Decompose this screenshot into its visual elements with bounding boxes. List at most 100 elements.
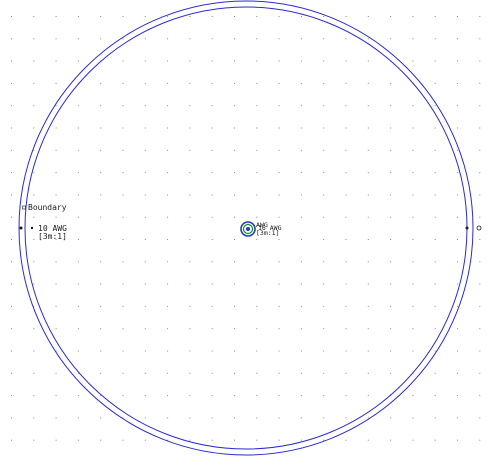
grid-dot xyxy=(412,194,414,196)
grid-dot xyxy=(189,194,191,196)
grid-dot xyxy=(77,16,79,17)
grid-dot xyxy=(390,239,392,240)
grid-dot xyxy=(33,283,35,285)
grid-dot xyxy=(33,350,35,352)
grid-dot xyxy=(122,350,124,352)
grid-dot xyxy=(323,305,325,307)
grid-dot xyxy=(33,239,35,240)
grid-dot xyxy=(367,194,369,196)
grid-dot xyxy=(367,439,369,441)
grid-dot xyxy=(300,172,302,174)
grid-dot xyxy=(33,172,35,174)
grid-dot xyxy=(479,305,481,307)
grid-dot xyxy=(390,261,392,263)
grid-dot xyxy=(457,261,458,263)
grid-dot xyxy=(256,194,258,196)
grid-dot xyxy=(211,395,213,397)
grid-dot xyxy=(434,172,436,174)
grid-dot xyxy=(256,149,258,151)
grid-dot xyxy=(77,417,79,419)
grid-dot xyxy=(55,16,57,17)
grid-dot xyxy=(479,261,481,263)
boundary-outer-circle[interactable] xyxy=(18,0,474,456)
grid-dot xyxy=(234,38,235,40)
grid-dot xyxy=(345,372,347,374)
grid-dot xyxy=(412,105,414,107)
boundary-left-inner-node[interactable] xyxy=(30,226,34,230)
grid-dot xyxy=(278,149,280,151)
grid-dot xyxy=(33,127,35,129)
grid-dot xyxy=(189,82,191,84)
grid-dot xyxy=(278,328,280,330)
grid-dot xyxy=(234,305,235,307)
grid-dot xyxy=(457,350,458,352)
grid-dot xyxy=(367,395,369,397)
grid-dot xyxy=(55,105,57,107)
grid-dots xyxy=(11,16,481,441)
grid-dot xyxy=(167,372,169,374)
grid-dot xyxy=(367,82,369,84)
boundary-right-open-node[interactable] xyxy=(476,225,482,231)
grid-dot xyxy=(323,261,325,263)
grid-dot xyxy=(33,60,35,62)
grid-dot xyxy=(300,417,302,419)
grid-dot xyxy=(144,328,146,330)
grid-dot xyxy=(256,328,258,330)
grid-dot xyxy=(479,350,481,352)
grid-dot xyxy=(211,283,213,285)
grid-dot xyxy=(434,194,436,196)
boundary-right-node[interactable] xyxy=(465,226,469,230)
grid-dot xyxy=(100,350,102,352)
grid-dot xyxy=(345,82,347,84)
grid-dot xyxy=(323,239,325,240)
grid-dot xyxy=(144,239,146,240)
grid-dot xyxy=(412,417,414,419)
grid-dot xyxy=(33,38,35,40)
grid-dot xyxy=(457,60,458,62)
grid-dot xyxy=(390,127,392,129)
grid-dot xyxy=(55,149,57,151)
grid-dot xyxy=(33,417,35,419)
grid-dot xyxy=(457,82,458,84)
grid-dot xyxy=(278,239,280,240)
grid-dot xyxy=(122,261,124,263)
grid-dot xyxy=(144,82,146,84)
boundary-left-node[interactable] xyxy=(19,226,23,230)
grid-dot xyxy=(323,194,325,196)
grid-dot xyxy=(11,105,12,107)
grid-dot xyxy=(345,127,347,129)
grid-dot xyxy=(390,16,392,17)
grid-dot xyxy=(457,216,458,218)
grid-dot xyxy=(278,105,280,107)
grid-dot xyxy=(189,172,191,174)
grid-dot xyxy=(55,395,57,397)
grid-dot xyxy=(11,261,12,263)
grid-dot xyxy=(367,328,369,330)
grid-dot xyxy=(33,395,35,397)
grid-dot xyxy=(100,172,102,174)
grid-dot xyxy=(11,194,12,196)
grid-dot xyxy=(211,350,213,352)
grid-dot xyxy=(234,239,235,240)
center-component[interactable]: AWG 16 AWG [3m:1] xyxy=(240,221,282,237)
grid-dot xyxy=(55,172,57,174)
grid-dot xyxy=(323,16,325,17)
grid-dot xyxy=(234,172,235,174)
grid-dot xyxy=(167,172,169,174)
grid-dot xyxy=(77,350,79,352)
boundary-label: Boundary xyxy=(28,203,67,212)
grid-dot xyxy=(77,216,79,218)
grid-dot xyxy=(189,16,191,17)
grid-dot xyxy=(367,283,369,285)
wire-gauge-label: 10 AWG xyxy=(38,224,67,233)
grid-dot xyxy=(122,38,124,40)
grid-dot xyxy=(234,261,235,263)
grid-dot xyxy=(189,439,191,441)
grid-dot xyxy=(33,328,35,330)
grid-dot xyxy=(256,127,258,129)
grid-dot xyxy=(211,417,213,419)
grid-dot xyxy=(434,216,436,218)
grid-dot xyxy=(278,82,280,84)
